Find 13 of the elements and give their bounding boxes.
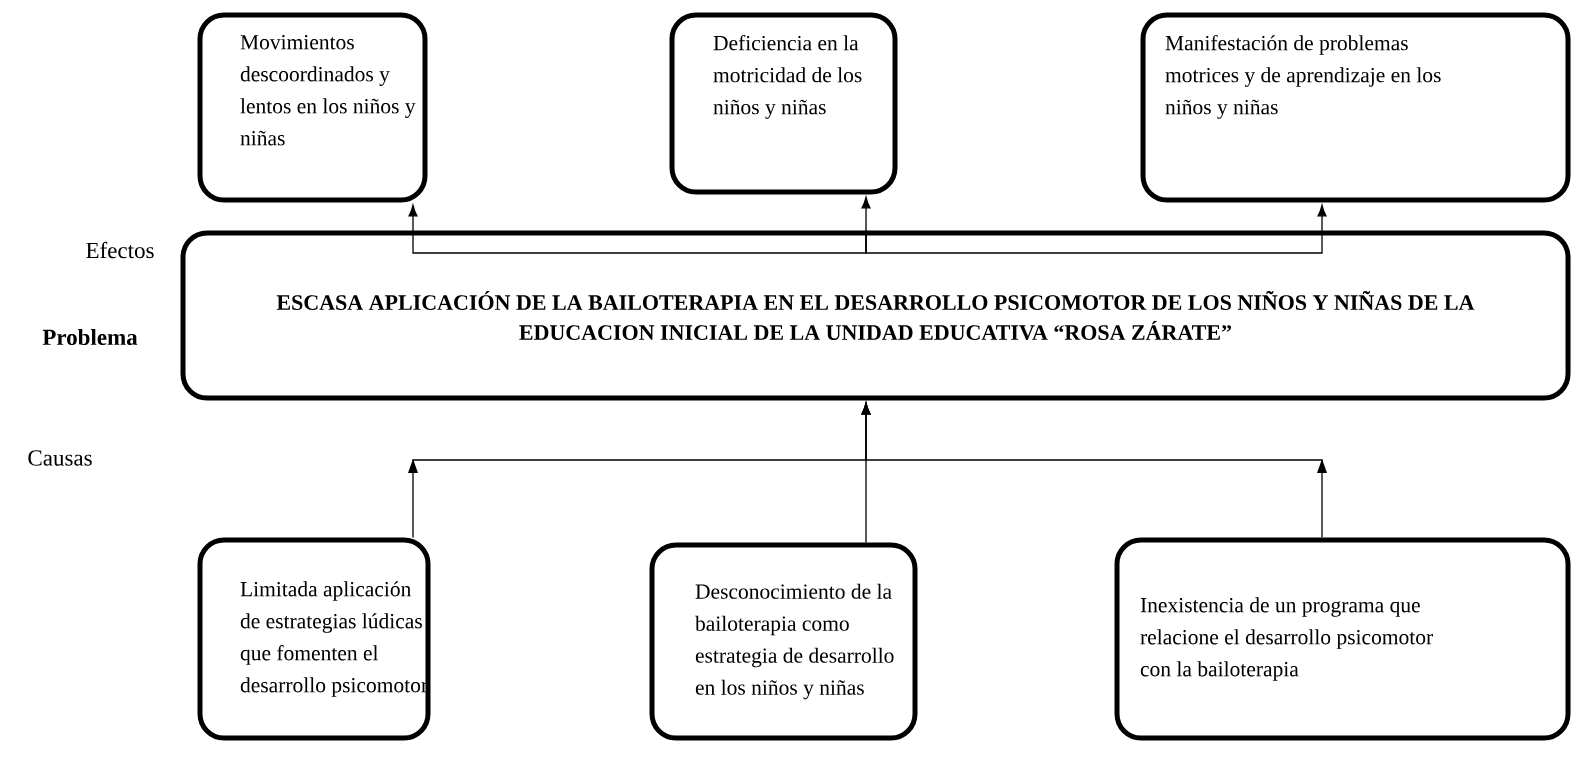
arrow bbox=[408, 204, 867, 254]
text-box: Limitada aplicación de estrategias lúdicas que fomenten el desarrollo psicomotor bbox=[197, 537, 431, 741]
side-label: Efectos bbox=[86, 241, 154, 259]
text-box: Deficiencia en la motricidad de los niños y niñas bbox=[669, 12, 898, 195]
side-label: Causas bbox=[28, 450, 92, 466]
text-box: Inexistencia de un programa que relacione el desarrollo psicomotor con la bailoterapia bbox=[1114, 537, 1571, 741]
arrow bbox=[861, 402, 1323, 539]
text-box: Manifestación de problemas motrices y de aprendizaje en los niños y niñas bbox=[1140, 12, 1571, 203]
text-box: Movimientos descoordinados y lentos en los niños y niñas bbox=[197, 12, 428, 203]
arrow bbox=[865, 204, 1327, 254]
side-label: Problema bbox=[42, 328, 138, 346]
text-box: Desconocimiento de la bailoterapia como estrategia de desarrollo en los niños y niñas bbox=[649, 542, 918, 741]
problem-box: ESCASA APLICACIÓN DE LA BAILOTERAPIA EN EL DESARROLLO PSICOMOTOR DE LOS NIÑOS Y NIÑAS DE LA EDUCACION INICIAL DE LA UNIDAD EDUCATIVA “ROSA ZÁRATE” bbox=[180, 230, 1571, 401]
